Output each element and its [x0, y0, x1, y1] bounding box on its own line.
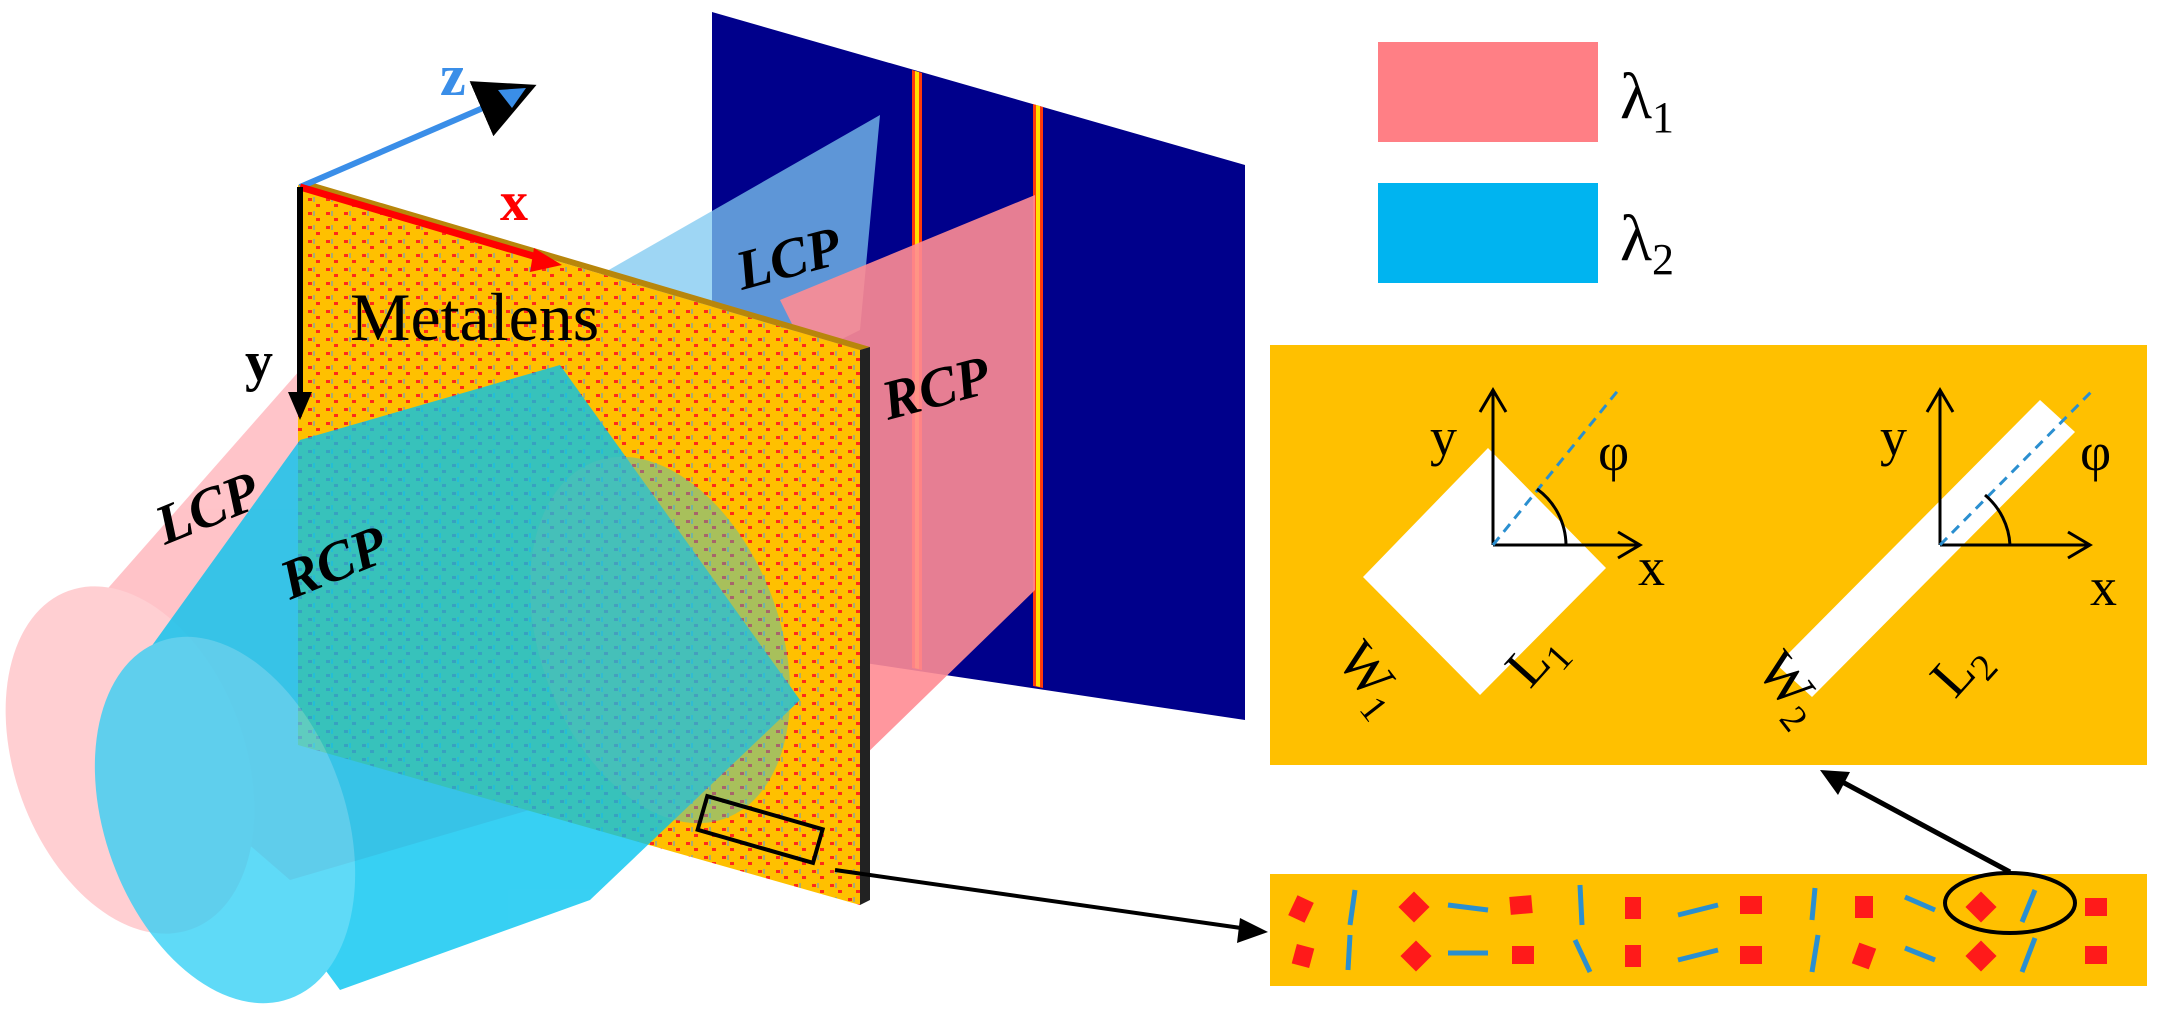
unit-cell-panel: y x φ W1 L1 y x φ W2 L2: [1270, 345, 2147, 765]
cell1-x-label: x: [1638, 537, 1665, 597]
rcp-incident-beam: [94, 365, 800, 1004]
cell2-phi-label: φ: [2080, 422, 2111, 482]
metasurface-strip: [1270, 871, 2147, 986]
highlight-ellipse: [1943, 871, 2077, 935]
square-element-1: [1363, 448, 1606, 695]
z-axis-label: z: [440, 43, 466, 108]
unit-cell-pointer-arrow: [1833, 775, 2012, 875]
detail-pointer-arrow-icon: [834, 868, 1256, 932]
cell1-y-label: y: [1430, 407, 1457, 467]
legend-label-lambda2: λ2: [1620, 202, 1674, 284]
y-axis-label: y: [245, 331, 273, 393]
rcp-transmitted-beam: [780, 195, 1035, 760]
x-axis-arrow-icon: [299, 183, 541, 262]
legend-swatch-lambda2: [1378, 183, 1598, 283]
x-axis-label: x: [500, 171, 528, 233]
metalens-label: Metalens: [350, 279, 599, 355]
legend-swatch-lambda1: [1378, 42, 1598, 142]
legend-label-lambda1: λ1: [1620, 60, 1674, 142]
bar-element-2: [1777, 400, 2075, 697]
zoom-box: [695, 793, 826, 866]
legend: λ1 λ2: [1378, 42, 1674, 284]
cell2-y-label: y: [1880, 407, 1907, 467]
lcp-transmitted-beam: [600, 115, 880, 345]
axes-group: z x y: [245, 43, 562, 420]
cell1-phi-label: φ: [1598, 422, 1629, 482]
cell2-x-label: x: [2090, 557, 2117, 617]
z-axis-arrow-icon: [298, 81, 537, 190]
